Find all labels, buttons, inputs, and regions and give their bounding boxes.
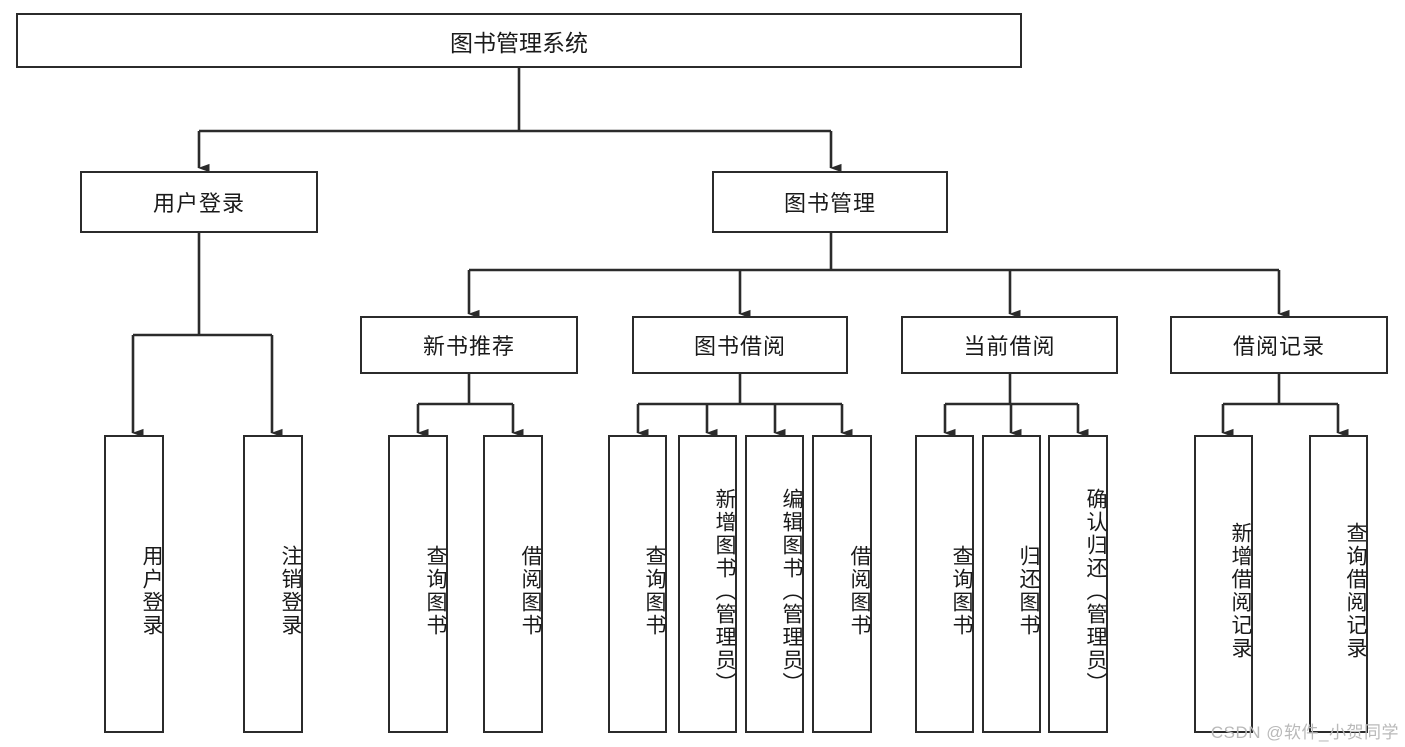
leaf-logout[interactable]: 注销登录 [243, 435, 303, 733]
node-book-manage[interactable]: 图书管理 [712, 171, 948, 233]
leaf-user-login[interactable]: 用户登录 [104, 435, 164, 733]
node-user-login[interactable]: 用户登录 [80, 171, 318, 233]
leaf-edit-book[interactable]: 编辑图书（管理员） [745, 435, 804, 733]
leaf-confirm-return[interactable]: 确认归还（管理员） [1048, 435, 1108, 733]
leaf-add-book[interactable]: 新增图书（管理员） [678, 435, 737, 733]
node-root-label: 图书管理系统 [450, 29, 588, 56]
leaf-borrow-book-a[interactable]: 借阅图书 [483, 435, 543, 733]
leaf-borrow-book-a-label: 借阅图书 [519, 545, 542, 637]
leaf-return-book-label: 归还图书 [1017, 545, 1040, 637]
node-borrow-record-label: 借阅记录 [1232, 334, 1325, 359]
leaf-confirm-return-label: 确认归还（管理员） [1084, 487, 1107, 695]
leaf-edit-book-label: 编辑图书（管理员） [780, 487, 803, 695]
node-current-borrow[interactable]: 当前借阅 [901, 316, 1118, 374]
leaf-query-book-b-label: 查询图书 [643, 545, 666, 637]
node-book-manage-label: 图书管理 [783, 191, 876, 216]
node-new-book-rec[interactable]: 新书推荐 [360, 316, 578, 374]
node-book-borrow-label: 图书借阅 [693, 334, 786, 359]
leaf-query-book-c-label: 查询图书 [950, 545, 973, 637]
leaf-user-login-label: 用户登录 [140, 545, 163, 637]
node-book-borrow[interactable]: 图书借阅 [632, 316, 848, 374]
leaf-add-record-label: 新增借阅记录 [1229, 522, 1252, 660]
leaf-query-record-label: 查询借阅记录 [1344, 522, 1367, 660]
leaf-return-book[interactable]: 归还图书 [982, 435, 1041, 733]
leaf-logout-label: 注销登录 [279, 545, 302, 637]
watermark: CSDN @软件_小贺同学 [1210, 723, 1399, 742]
leaf-add-book-label: 新增图书（管理员） [713, 487, 736, 695]
leaf-add-record[interactable]: 新增借阅记录 [1194, 435, 1253, 733]
leaf-query-book-b[interactable]: 查询图书 [608, 435, 667, 733]
node-current-borrow-label: 当前借阅 [963, 334, 1056, 359]
leaf-borrow-book-b-label: 借阅图书 [848, 545, 871, 637]
node-new-book-rec-label: 新书推荐 [422, 334, 515, 359]
node-borrow-record[interactable]: 借阅记录 [1170, 316, 1388, 374]
leaf-borrow-book-b[interactable]: 借阅图书 [812, 435, 872, 733]
leaf-query-record[interactable]: 查询借阅记录 [1309, 435, 1368, 733]
node-user-login-label: 用户登录 [152, 191, 245, 216]
leaf-query-book-c[interactable]: 查询图书 [915, 435, 974, 733]
node-root[interactable]: 图书管理系统 [16, 13, 1022, 68]
leaf-query-book-a-label: 查询图书 [424, 545, 447, 637]
leaf-query-book-a[interactable]: 查询图书 [388, 435, 448, 733]
